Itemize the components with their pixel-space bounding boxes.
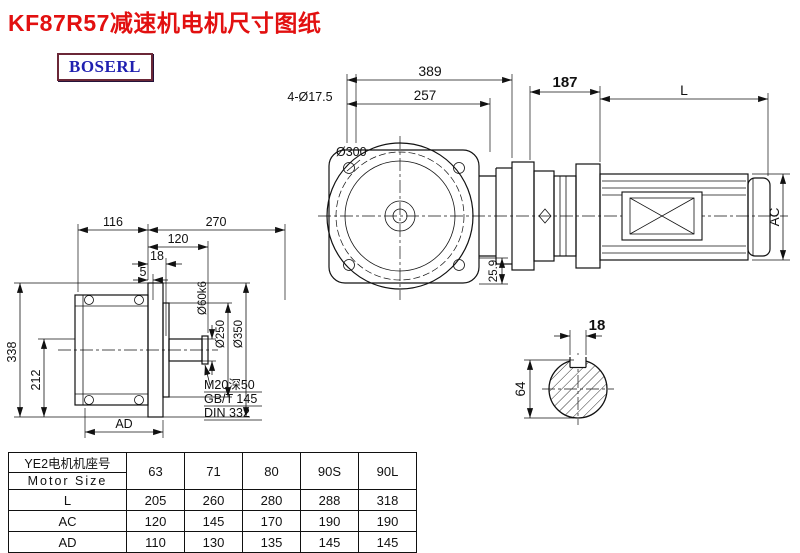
dim-64: 64 <box>513 381 528 397</box>
shaft-section-view: 18 64 <box>513 317 614 425</box>
dim-212: 212 <box>29 370 43 391</box>
bolt-icon <box>134 295 144 305</box>
table-cell: 110 <box>127 532 185 553</box>
table-header-size-90s: 90S <box>301 453 359 490</box>
dim-338: 338 <box>5 342 19 363</box>
table-cell: 190 <box>359 511 417 532</box>
shaft-dia-label: Ø60k6 <box>197 281 209 315</box>
tap-note: M20深50 <box>204 378 255 392</box>
table-header-size-63: 63 <box>127 453 185 490</box>
page-title: KF87R57减速机电机尺寸图纸 <box>8 10 322 36</box>
mount-hole-icon <box>343 259 355 271</box>
table-cell: 190 <box>301 511 359 532</box>
dim-257: 257 <box>414 88 437 103</box>
dim-187: 187 <box>552 74 577 91</box>
table-cell: 205 <box>127 490 185 511</box>
table-cell: 145 <box>359 532 417 553</box>
std-din-note: DIN 332 <box>204 406 250 420</box>
table-header-motor-size: YE2电机机座号 Motor Size <box>9 453 127 490</box>
dim-AD: AD <box>115 417 132 431</box>
dim-120: 120 <box>168 232 189 246</box>
table-cell: 260 <box>185 490 243 511</box>
table-cell: 135 <box>243 532 301 553</box>
dim-270: 270 <box>206 215 227 229</box>
gearbox-front-view: Ø300 25.9 <box>326 142 512 290</box>
dim-389: 389 <box>418 63 442 79</box>
mount-hole-icon <box>453 259 465 271</box>
motor-dimensions: 187 L AC <box>529 74 790 261</box>
table-header-cn: YE2电机机座号 <box>9 453 126 473</box>
table-header-size-90l: 90L <box>359 453 417 490</box>
coupling-center-mark-icon <box>538 208 552 224</box>
brand-logo-text: BOSERL <box>69 57 141 76</box>
table-cell: 145 <box>185 511 243 532</box>
table-row-label-L: L <box>9 490 127 511</box>
motor-side-view <box>511 161 771 271</box>
flange-dia-label: Ø300 <box>336 145 367 159</box>
holes-label: 4-Ø17.5 <box>287 90 332 104</box>
table-cell: 120 <box>127 511 185 532</box>
shaft-view-dimensions: 116 270 120 18 5 338 212 <box>5 215 286 438</box>
dim-L: L <box>680 82 688 98</box>
table-row-label-AC: AC <box>9 511 127 532</box>
dim-key-18: 18 <box>589 317 606 334</box>
table-header-size-71: 71 <box>185 453 243 490</box>
centerlines <box>58 136 788 351</box>
main-view-dimensions: 389 257 4-Ø17.5 <box>287 63 513 158</box>
fan-cover <box>747 177 771 257</box>
brand-logo: BOSERL <box>57 53 153 81</box>
table-cell: 170 <box>243 511 301 532</box>
table-cell: 145 <box>301 532 359 553</box>
flange-dia-label-left: Ø350 <box>233 320 245 348</box>
table-cell: 280 <box>243 490 301 511</box>
bolt-icon <box>84 395 94 405</box>
pilot-dia-label: Ø250 <box>215 320 227 348</box>
bolt-icon <box>84 295 94 305</box>
dim-5: 5 <box>140 265 147 279</box>
motor-size-table: YE2电机机座号 Motor Size 63 71 80 90S 90L L 2… <box>8 452 417 553</box>
table-cell: 318 <box>359 490 417 511</box>
gearbox-shaft-view <box>74 282 209 418</box>
table-header-en: Motor Size <box>27 474 108 488</box>
table-cell: 130 <box>185 532 243 553</box>
mount-hole-icon <box>453 162 465 174</box>
table-row-label-AD: AD <box>9 532 127 553</box>
dim-18: 18 <box>150 249 164 263</box>
dim-25-9: 25.9 <box>488 260 500 282</box>
terminal-box <box>621 191 703 241</box>
table-header-size-80: 80 <box>243 453 301 490</box>
table-cell: 288 <box>301 490 359 511</box>
mount-hole-icon <box>343 162 355 174</box>
bolt-icon <box>134 395 144 405</box>
dim-116: 116 <box>103 215 123 229</box>
std-gb-note: GB/T 145 <box>204 392 257 406</box>
dim-AC: AC <box>767 207 782 226</box>
